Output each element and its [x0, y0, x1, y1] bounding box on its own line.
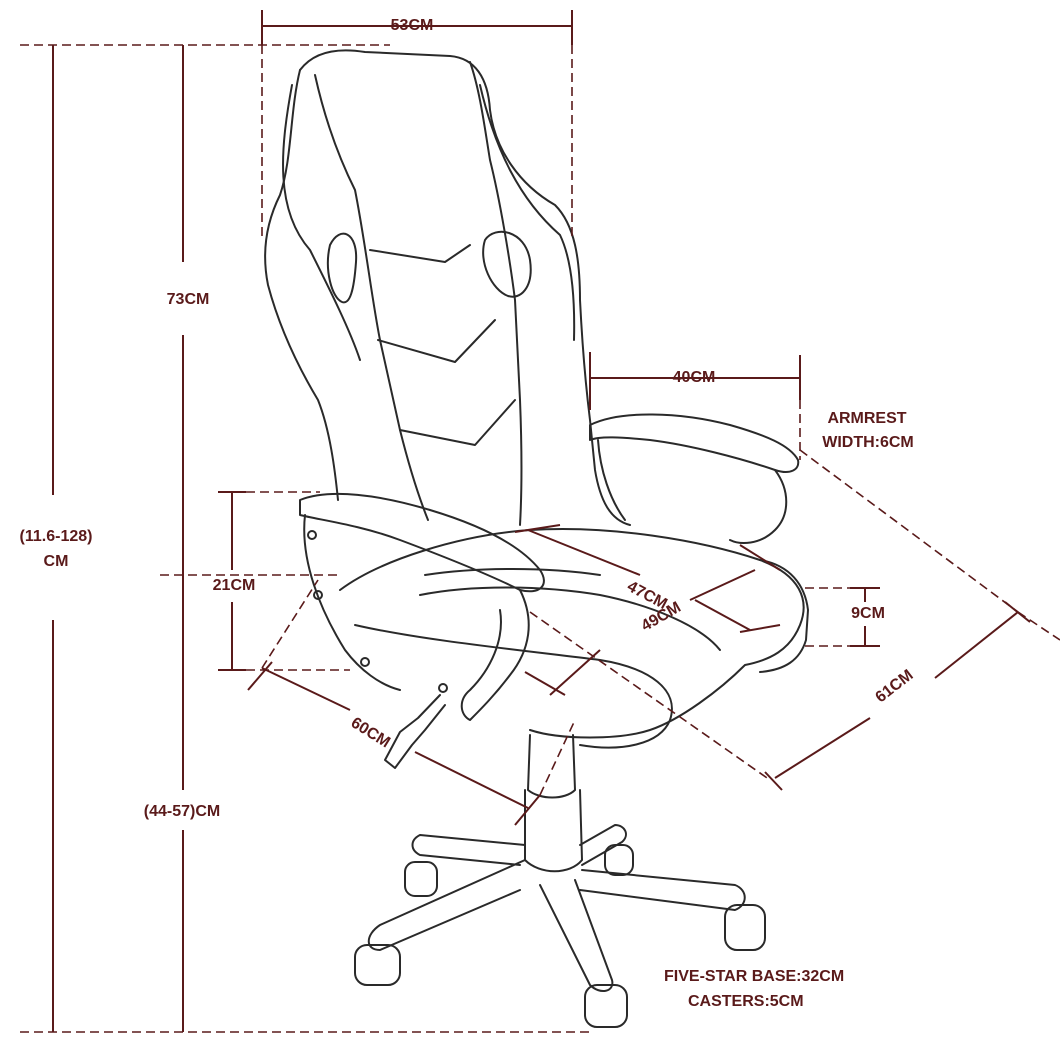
label-armrest-width-2: WIDTH:6CM [822, 434, 914, 451]
base-arm-front [539, 879, 614, 992]
dim-seat-depth-a [514, 524, 561, 533]
label-cushion-thickness: 9CM [851, 605, 885, 622]
dim-seat-depth-b [549, 649, 601, 696]
armrest-right-pad [589, 413, 800, 473]
dim-guide [529, 611, 771, 781]
dim-guide [799, 449, 1019, 613]
backrest-left-edge [264, 69, 339, 501]
headrest-wing-left [282, 84, 361, 361]
dim-seat-depth-a [527, 529, 641, 576]
dim-tick [739, 624, 781, 633]
backrest-chevron-low [399, 399, 516, 446]
headrest-wing-right [479, 84, 576, 341]
base-arm-back-right [579, 824, 627, 866]
label-casters: CASTERS:5CM [688, 993, 804, 1010]
chair-drawing [264, 49, 809, 1028]
armrest-right-support [597, 439, 788, 544]
label-base: FIVE-STAR BASE:32CM [664, 968, 845, 985]
harness-slot-left [326, 232, 358, 304]
label-backrest-width: 53CM [390, 17, 434, 34]
harness-slot-right [482, 230, 532, 298]
seat-cushion-seam-2 [424, 568, 601, 576]
backrest-inner-panel [314, 74, 429, 521]
label-total-height-1: (11.6-128) [19, 528, 93, 545]
armrest-left-support [303, 514, 530, 721]
backrest-chevron-mid [377, 319, 496, 363]
caster [404, 861, 438, 897]
dim-guide [261, 579, 319, 669]
seat-cushion-seam [419, 586, 721, 651]
caster [584, 984, 628, 1028]
base-arm-back-left [411, 834, 526, 866]
arm-bolt [360, 657, 370, 667]
base-arm-right [579, 869, 746, 911]
dim-seat-depth-a [739, 544, 781, 571]
dim-tick [514, 794, 541, 826]
armrest-left-pad [299, 492, 545, 593]
backrest-outline [299, 49, 631, 526]
dim-overall-width [934, 611, 1019, 679]
dim-overall-depth [414, 751, 529, 809]
arm-bolt [313, 590, 323, 600]
gas-cylinder-base [524, 789, 583, 873]
dim-guide [539, 719, 576, 796]
label-backrest-height: 73CM [166, 291, 210, 308]
dim-overall-depth [261, 667, 351, 711]
caster [724, 904, 766, 951]
seat-front-edge [354, 624, 673, 749]
label-armrest-width-1: ARMREST [827, 410, 907, 427]
backrest-chevron-top [369, 244, 471, 263]
gas-cylinder [527, 734, 576, 799]
caster [354, 944, 401, 986]
label-seat-height: (44-57)CM [143, 803, 221, 820]
dim-seat-depth-b [689, 569, 756, 601]
height-lever [384, 694, 446, 769]
dim-overall-width [774, 717, 871, 779]
arm-bolt [438, 683, 448, 693]
dim-tick [524, 671, 566, 696]
dim-tick [247, 661, 273, 691]
dim-tick [1004, 601, 1031, 623]
backrest-inner-panel-right [469, 61, 523, 526]
base-arm-front-left [367, 859, 526, 951]
label-armrest-height: 21CM [212, 577, 256, 594]
seat-side-bolster [759, 559, 809, 673]
seat-top [339, 528, 805, 739]
caster [604, 844, 634, 876]
arm-bolt [307, 530, 317, 540]
dim-seat-depth-b [694, 599, 751, 631]
dimension-lines [20, 10, 1060, 1033]
dim-tick [764, 771, 783, 791]
dim-guide [1017, 611, 1060, 641]
label-total-height-2: CM [43, 553, 69, 570]
label-seat-width: 40CM [672, 369, 716, 386]
